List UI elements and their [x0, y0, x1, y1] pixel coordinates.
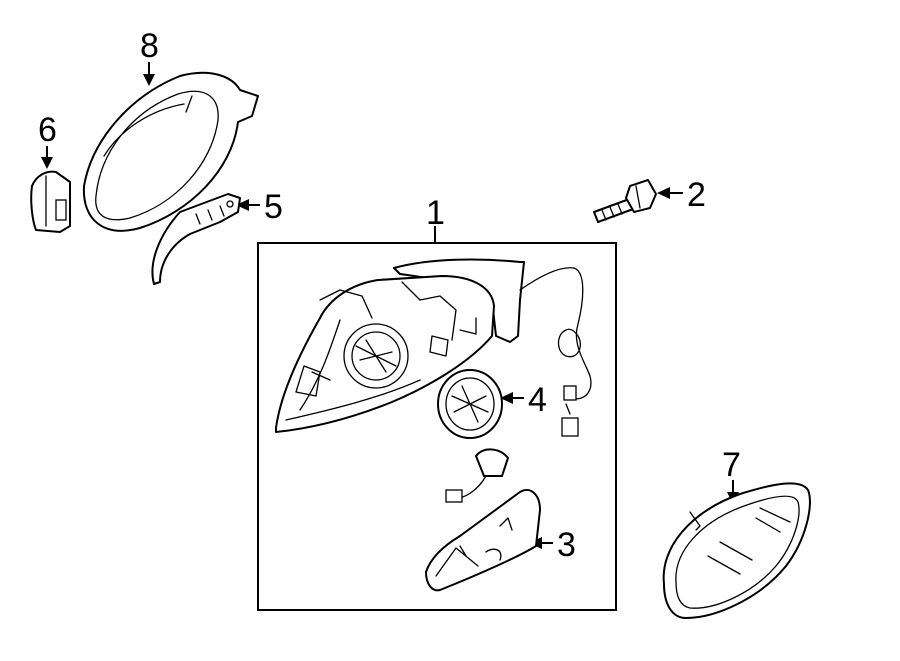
callout-2: 2	[687, 176, 706, 214]
leader-5	[236, 199, 260, 211]
callout-4: 4	[528, 381, 547, 419]
turn-signal-lamp	[425, 448, 541, 592]
leader-2	[657, 187, 683, 199]
mounting-bolt	[593, 179, 657, 223]
callout-3: 3	[557, 526, 576, 564]
leader-8	[143, 62, 155, 86]
assembly-box	[257, 242, 617, 611]
mirror-housing-assembly	[275, 258, 592, 437]
mirror-motor-disc	[437, 369, 503, 439]
callout-5: 5	[264, 188, 283, 226]
callout-1: 1	[426, 194, 445, 232]
cover-cap	[30, 170, 71, 233]
mirror-glass	[662, 482, 811, 619]
callout-6: 6	[38, 111, 57, 149]
mirror-cover	[82, 71, 259, 232]
leader-6	[41, 146, 53, 169]
callout-7: 7	[722, 446, 741, 484]
bracket-strip	[151, 193, 241, 285]
callout-8: 8	[140, 27, 159, 65]
leader-4	[500, 392, 524, 404]
